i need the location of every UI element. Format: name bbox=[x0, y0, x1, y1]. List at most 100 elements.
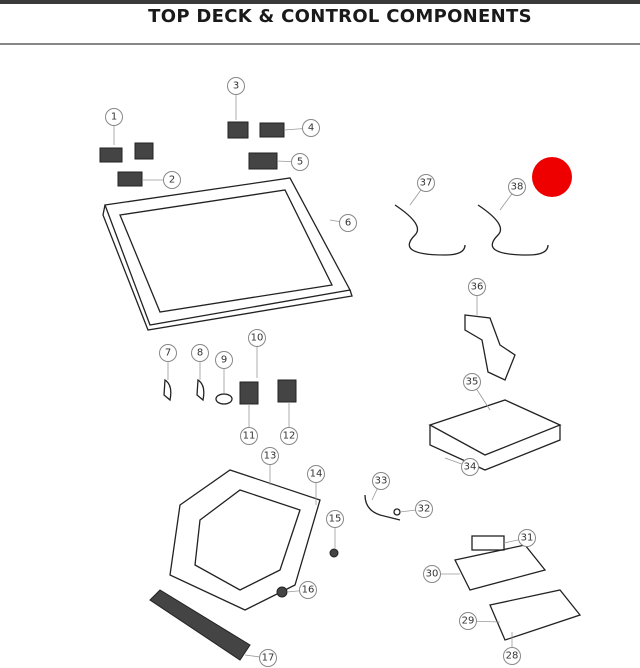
callout-circle bbox=[468, 278, 486, 296]
callout-circle bbox=[326, 510, 344, 528]
top-bar bbox=[0, 0, 640, 4]
part-31 bbox=[471, 535, 505, 551]
part-1b bbox=[134, 142, 154, 160]
callout-16: 16 bbox=[286, 581, 317, 599]
part-5 bbox=[248, 152, 278, 170]
callout-34: 34 bbox=[444, 457, 479, 476]
callout-8: 8 bbox=[191, 344, 209, 380]
callout-4: 4 bbox=[283, 119, 320, 137]
callout-number: 6 bbox=[345, 218, 351, 229]
callout-number: 31 bbox=[521, 533, 534, 544]
callout-number: 32 bbox=[418, 504, 431, 515]
part-16 bbox=[276, 586, 288, 598]
callout-circle bbox=[159, 344, 177, 362]
callout-circle bbox=[291, 153, 309, 171]
callout-10: 10 bbox=[248, 329, 266, 378]
callout-35: 35 bbox=[463, 373, 491, 411]
callout-number: 14 bbox=[310, 469, 323, 480]
callout-circle bbox=[299, 581, 317, 599]
callout-circle bbox=[261, 447, 279, 465]
part-9 bbox=[215, 393, 233, 405]
callout-5: 5 bbox=[276, 153, 309, 171]
callout-circle bbox=[248, 329, 266, 347]
callout-11: 11 bbox=[240, 404, 258, 445]
callout-number: 38 bbox=[511, 182, 524, 193]
part-1 bbox=[99, 147, 123, 163]
part-3 bbox=[227, 121, 249, 139]
callout-circle bbox=[339, 214, 357, 232]
part-7 bbox=[163, 378, 172, 402]
header-divider bbox=[0, 43, 640, 45]
callout-circle bbox=[415, 500, 433, 518]
part-13-tub bbox=[169, 469, 321, 611]
callout-1: 1 bbox=[105, 108, 123, 145]
callout-number: 7 bbox=[165, 348, 171, 359]
callout-number: 36 bbox=[471, 282, 484, 293]
callout-number: 4 bbox=[308, 123, 314, 134]
callout-17: 17 bbox=[244, 649, 277, 667]
callout-circle bbox=[105, 108, 123, 126]
callout-number: 29 bbox=[462, 616, 475, 627]
callout-number: 13 bbox=[264, 451, 277, 462]
callout-number: 28 bbox=[506, 651, 519, 662]
callout-30: 30 bbox=[423, 565, 460, 583]
part-36 bbox=[464, 314, 516, 381]
part-38-hose bbox=[477, 204, 549, 256]
page-title: TOP DECK & CONTROL COMPONENTS bbox=[148, 6, 532, 27]
part-2 bbox=[117, 171, 143, 187]
callout-number: 17 bbox=[262, 653, 275, 664]
callout-circle bbox=[417, 174, 435, 192]
callout-37: 37 bbox=[409, 174, 435, 206]
callout-circle bbox=[518, 529, 536, 547]
callout-number: 12 bbox=[283, 431, 296, 442]
callout-3: 3 bbox=[227, 77, 245, 120]
callout-number: 9 bbox=[221, 355, 227, 366]
part-37-hose bbox=[394, 204, 466, 256]
callout-number: 15 bbox=[329, 514, 342, 525]
callout-number: 2 bbox=[169, 175, 175, 186]
callout-circle bbox=[423, 565, 441, 583]
callout-circle bbox=[302, 119, 320, 137]
part-32 bbox=[393, 508, 401, 516]
part-30 bbox=[454, 544, 547, 591]
callout-15: 15 bbox=[326, 510, 344, 548]
part-12 bbox=[277, 379, 297, 403]
callout-14: 14 bbox=[307, 465, 325, 505]
callout-number: 11 bbox=[243, 431, 256, 442]
callout-circle bbox=[259, 649, 277, 667]
callout-circle bbox=[191, 344, 209, 362]
callout-number: 16 bbox=[302, 585, 315, 596]
callout-number: 10 bbox=[251, 333, 264, 344]
callout-38: 38 bbox=[499, 178, 526, 211]
part-33-hose bbox=[364, 494, 401, 521]
callout-circle bbox=[227, 77, 245, 95]
callout-number: 3 bbox=[233, 81, 239, 92]
callout-number: 33 bbox=[375, 476, 388, 487]
callout-32: 32 bbox=[399, 500, 433, 518]
callout-number: 8 bbox=[197, 348, 203, 359]
callout-circle bbox=[215, 351, 233, 369]
callout-7: 7 bbox=[159, 344, 177, 380]
callout-circle bbox=[240, 427, 258, 445]
part-35-board bbox=[428, 399, 562, 456]
callout-29: 29 bbox=[459, 612, 501, 630]
callout-circle bbox=[280, 427, 298, 445]
red-marker-dot bbox=[532, 157, 572, 197]
callout-13: 13 bbox=[261, 447, 279, 485]
part-shapes bbox=[99, 121, 582, 661]
callout-circle bbox=[461, 458, 479, 476]
callout-circle bbox=[508, 178, 526, 196]
callout-number: 35 bbox=[466, 377, 479, 388]
callout-number: 37 bbox=[420, 178, 433, 189]
callout-number: 34 bbox=[464, 462, 477, 473]
callout-12: 12 bbox=[280, 402, 298, 445]
part-4 bbox=[259, 122, 285, 138]
callout-31: 31 bbox=[503, 529, 536, 547]
callout-36: 36 bbox=[468, 278, 486, 315]
callout-circle bbox=[372, 472, 390, 490]
callout-number: 30 bbox=[426, 569, 439, 580]
callout-circle bbox=[163, 171, 181, 189]
part-15 bbox=[329, 548, 339, 558]
